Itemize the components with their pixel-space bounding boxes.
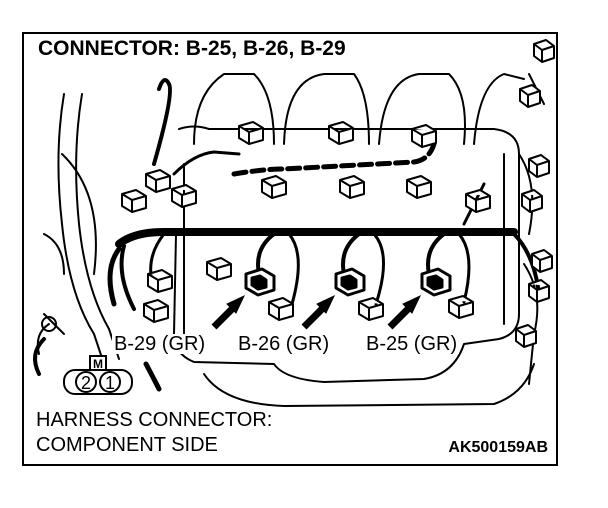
caption-line-2: COMPONENT SIDE [36, 434, 218, 456]
connector-box [528, 279, 550, 303]
connector-box [521, 189, 543, 213]
connector-box [358, 297, 384, 321]
label-b25: B-25 (GR) [364, 333, 460, 355]
upper-harness [231, 141, 437, 177]
connector-box [145, 169, 171, 193]
connector-box [143, 299, 169, 323]
connector-b26 [334, 267, 366, 297]
engine-illustration: M 2 1 [33, 39, 555, 407]
manifold-runners [193, 73, 525, 145]
arrow-b25 [387, 294, 422, 330]
ground-strap [36, 313, 65, 355]
label-b26: B-26 (GR) [236, 333, 332, 355]
pin-2-label: 2 [81, 373, 91, 393]
connector-box [448, 295, 474, 319]
connector-b25 [420, 267, 452, 297]
connector-box [519, 84, 541, 108]
diagram-title: CONNECTOR: B-25, B-26, B-29 [36, 37, 348, 60]
connector-box [528, 154, 550, 178]
connector-box [406, 175, 432, 199]
figure-code: AK500159AB [448, 439, 548, 456]
arrow-b29 [211, 294, 246, 330]
connector-box [238, 121, 264, 145]
connector-box [515, 324, 537, 348]
connector-box [147, 269, 173, 293]
connector-box [268, 297, 294, 321]
connector-box [465, 189, 491, 213]
connector-box [339, 175, 365, 199]
connector-box [206, 257, 232, 281]
connector-box [121, 189, 147, 213]
engine-outline [173, 125, 520, 383]
diagram-frame: M 2 1 CONNECTOR: B-25, B-26, B-29 B-29 (… [22, 32, 558, 466]
label-b29: B-29 (GR) [112, 333, 208, 355]
pin-diagram: M 2 1 [63, 355, 133, 395]
pin-1-label: 1 [105, 373, 115, 393]
connector-box [531, 249, 553, 273]
key-mark: M [93, 357, 103, 371]
connector-box [411, 124, 437, 148]
connector-box [261, 175, 287, 199]
left-tube [57, 93, 120, 365]
connector-box [533, 39, 555, 63]
connector-b29 [244, 267, 276, 297]
caption-line-1: HARNESS CONNECTOR: [36, 409, 273, 431]
connector-box [328, 121, 354, 145]
connector-box [171, 184, 197, 208]
main-harness [115, 228, 518, 248]
arrow-b26 [301, 294, 336, 330]
